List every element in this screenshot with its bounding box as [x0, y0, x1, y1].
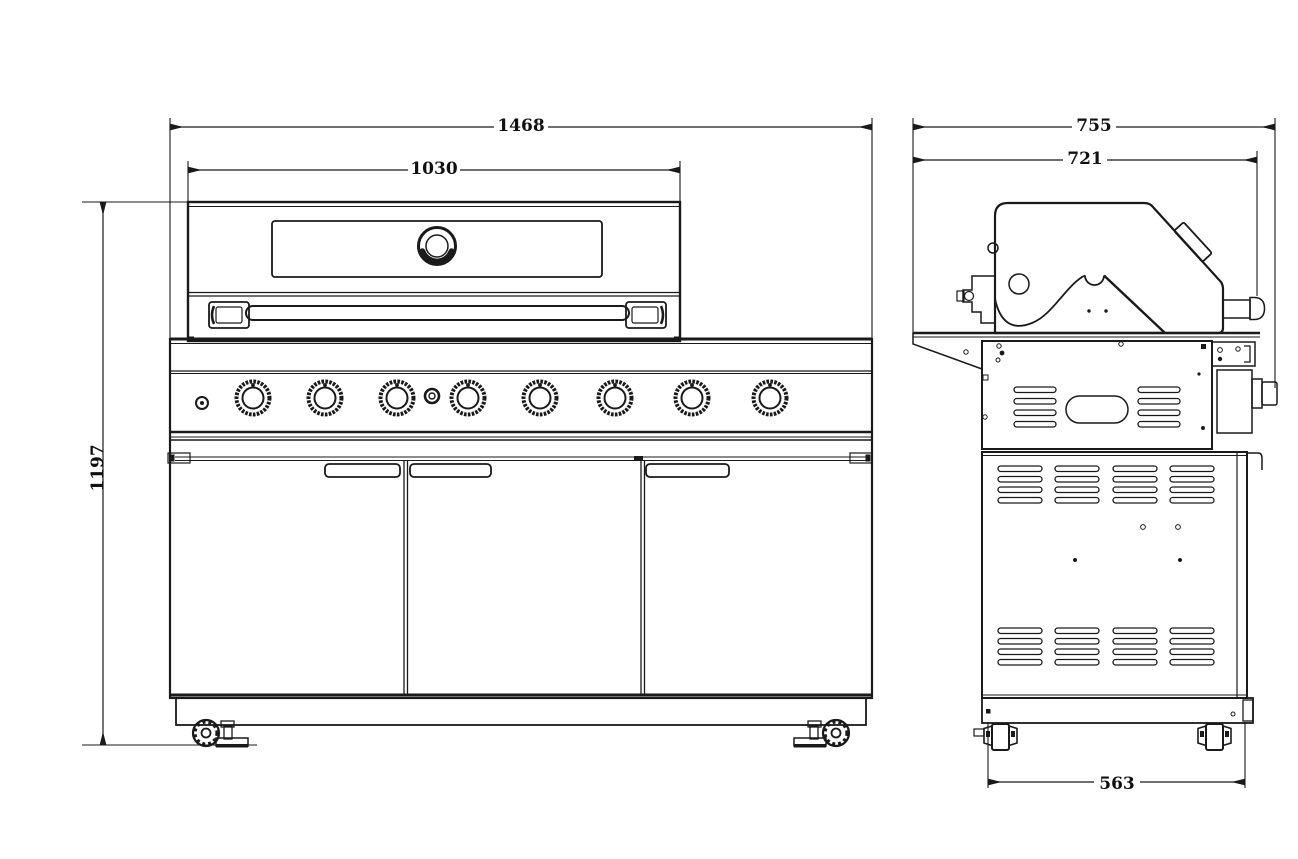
caster-front-left — [191, 718, 249, 748]
hinge-bolt — [1008, 273, 1030, 295]
burner-knob-5 — [521, 379, 559, 417]
handle-bracket-right — [625, 301, 667, 329]
rotisserie-socket — [1222, 296, 1266, 321]
burner-knob-4 — [449, 379, 487, 417]
thermometer — [417, 226, 457, 266]
grill-hood-front — [186, 200, 682, 343]
ignition-button — [195, 396, 209, 410]
door-hook — [1246, 452, 1263, 470]
dimension-upper-depth: 721 — [912, 143, 1258, 296]
burner-knob-8 — [751, 379, 789, 417]
shelf-gusset — [912, 333, 983, 371]
handle-bracket-left — [208, 301, 250, 329]
hood-window — [271, 220, 603, 278]
dimension-hood-width: 1030 — [187, 153, 681, 201]
dim-label-721: 721 — [1067, 149, 1103, 169]
burner-knob-1 — [234, 379, 272, 417]
valve-assembly — [1211, 341, 1278, 434]
handle-bracket-side — [956, 275, 995, 324]
dim-label-755: 755 — [1076, 116, 1112, 136]
burner-knob-7 — [673, 379, 711, 417]
caster-side-right — [1197, 723, 1232, 751]
caster-side-left — [973, 723, 1018, 751]
worktop-side — [912, 331, 1260, 371]
door-handle-middle — [409, 463, 492, 478]
side-view: 755 721 — [912, 110, 1278, 794]
hood-handle — [208, 301, 667, 329]
control-panel — [170, 370, 872, 441]
cart-side — [981, 451, 1263, 699]
dimension-overall-width: 1468 — [169, 110, 873, 338]
dim-label-563: 563 — [1099, 774, 1135, 794]
burner-knob-6 — [596, 379, 634, 417]
firebox-oval-vent — [1065, 395, 1129, 424]
firebox-side — [981, 340, 1213, 450]
dim-label-1030: 1030 — [410, 159, 457, 179]
door-handle-right — [645, 463, 730, 478]
grill-hood-side — [956, 201, 1266, 335]
lid-split-line — [994, 274, 1086, 327]
base-plinth — [175, 697, 867, 726]
regulator-knob — [1261, 381, 1278, 406]
base-plinth-side — [981, 697, 1254, 724]
dimension-base-depth: 563 — [987, 722, 1246, 794]
dim-label-1468: 1468 — [497, 116, 544, 136]
dim-label-1197: 1197 — [88, 444, 108, 491]
burner-knob-3 — [378, 379, 416, 417]
front-view: 1468 1030 1197 — [82, 110, 874, 748]
dimension-overall-depth: 755 — [912, 110, 1276, 388]
caster-front-right — [793, 718, 851, 748]
burner-knob-2 — [306, 379, 344, 417]
cabinet-doors — [167, 452, 873, 697]
door-handle-left — [324, 463, 401, 478]
grill-body-front — [167, 337, 874, 748]
small-knob — [423, 387, 441, 405]
side-handle — [1173, 222, 1213, 262]
